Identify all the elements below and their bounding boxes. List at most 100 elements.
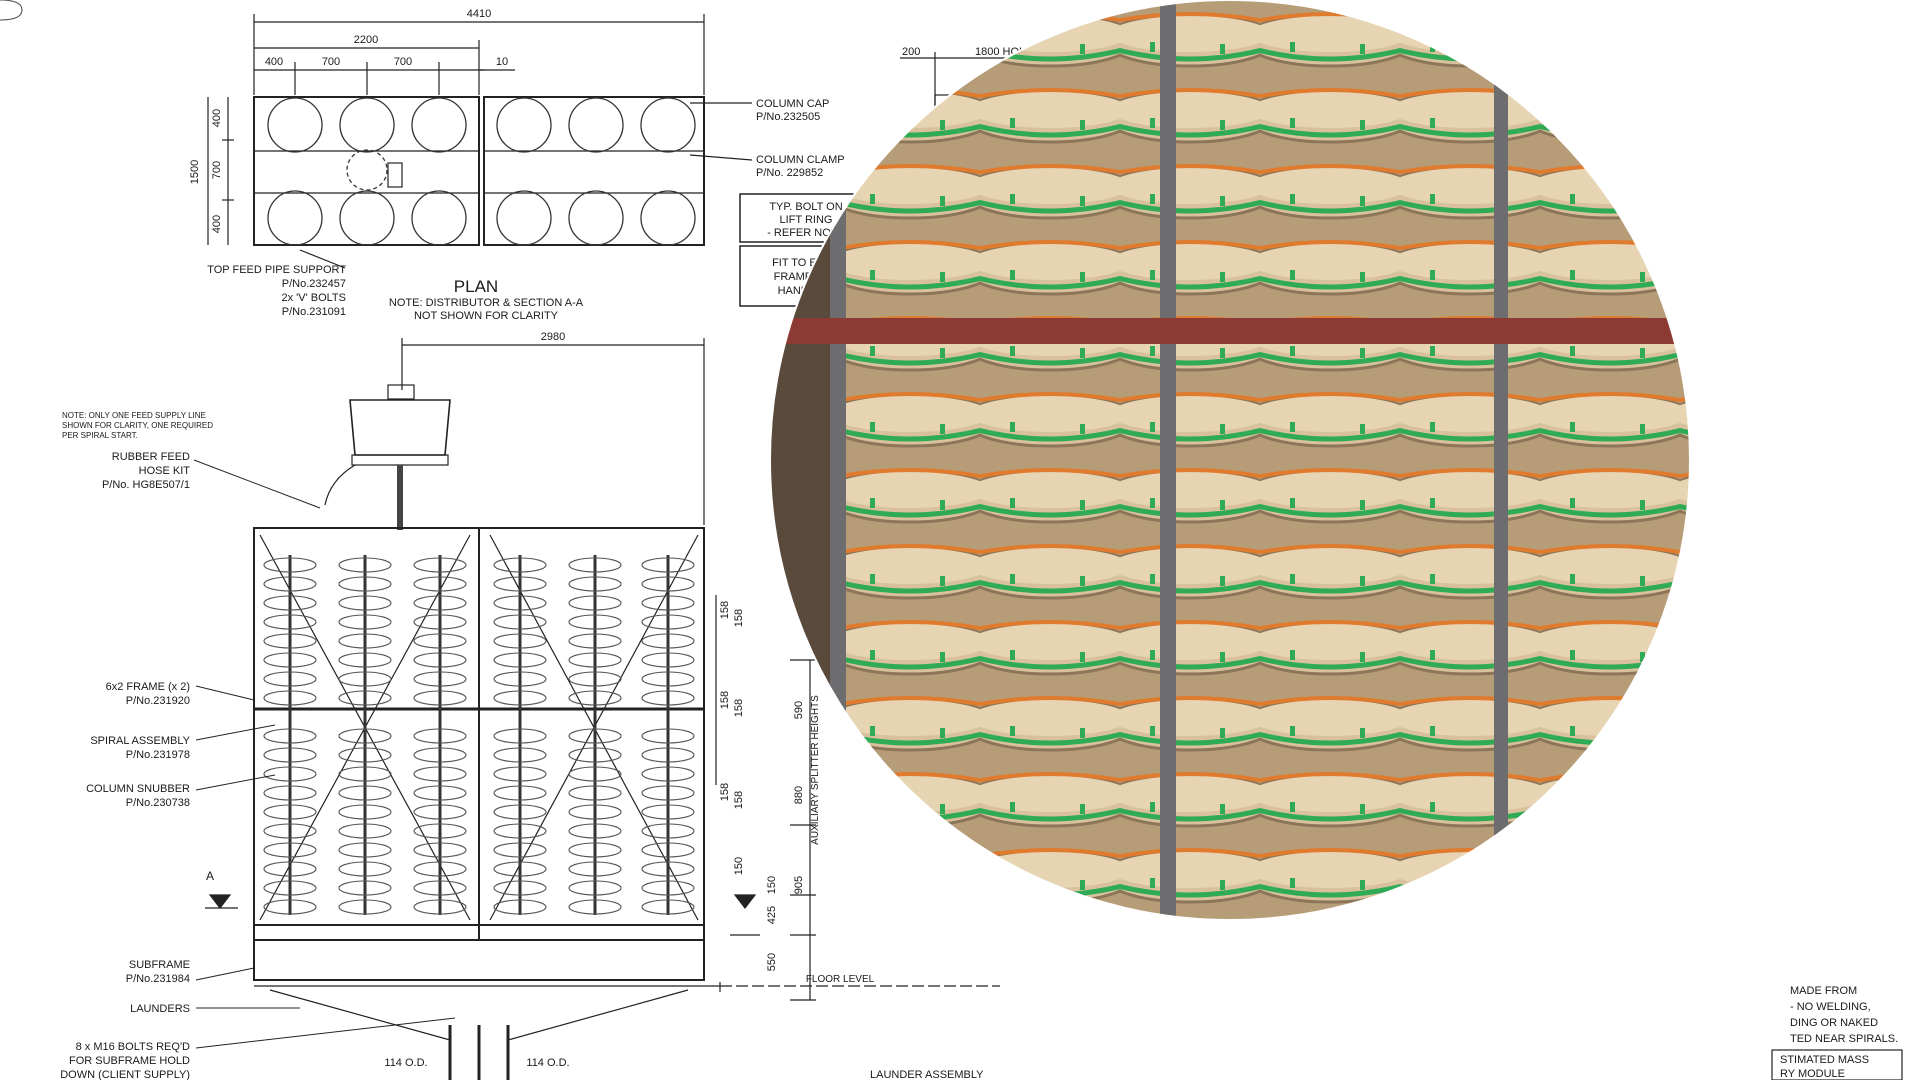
elevation-note: NOTE: ONLY ONE FEED SUPPLY LINE SHOWN FO… bbox=[62, 411, 213, 440]
spiral-turn bbox=[413, 747, 467, 763]
dim-880: 880 bbox=[793, 786, 805, 804]
spiral-turn bbox=[263, 842, 317, 858]
dim-overall-width: 4410 bbox=[467, 8, 491, 20]
spiral-turn bbox=[413, 614, 467, 630]
spiral-turn bbox=[263, 785, 317, 801]
plan-callouts: COLUMN CAP P/No.232505 COLUMN CLAMP P/No… bbox=[207, 98, 845, 318]
launder-assembly-fragment: LAUNDER ASSEMBLY bbox=[870, 1069, 984, 1080]
spiral-turn bbox=[263, 671, 317, 687]
dim-200: 200 bbox=[902, 46, 920, 58]
label-rubber-feed: RUBBER FEED bbox=[112, 451, 190, 463]
spiral-turn bbox=[413, 804, 467, 820]
spiral-turn bbox=[338, 747, 392, 763]
spiral-turn bbox=[641, 880, 695, 896]
spiral-turn bbox=[641, 823, 695, 839]
spiral-turn bbox=[263, 804, 317, 820]
right-note-line-3: DING OR NAKED bbox=[1790, 1017, 1878, 1029]
spiral-turn bbox=[641, 671, 695, 687]
spiral-turn bbox=[568, 728, 622, 744]
right-note-line-2: - NO WELDING, bbox=[1790, 1001, 1871, 1013]
spiral-turn bbox=[413, 880, 467, 896]
spiral-turn bbox=[641, 747, 695, 763]
spiral-turn bbox=[568, 595, 622, 611]
spiral-turn bbox=[413, 652, 467, 668]
spiral-turn bbox=[493, 633, 547, 649]
spiral-turn bbox=[263, 576, 317, 592]
spiral-turn bbox=[263, 595, 317, 611]
label-bolts-line-3: DOWN (CLIENT SUPPLY) bbox=[60, 1069, 190, 1080]
dim-frame-width: 2200 bbox=[354, 34, 378, 46]
mass-box bbox=[1771, 1049, 1903, 1080]
spiral-turn bbox=[338, 557, 392, 573]
spiral-turn bbox=[493, 899, 547, 915]
dim-158-d: 158 bbox=[733, 699, 745, 717]
dim-150-a: 150 bbox=[733, 857, 745, 875]
label-v-bolts-part: P/No.231091 bbox=[282, 306, 346, 318]
dim-elevation-width: 2980 bbox=[541, 331, 565, 343]
spiral-turn bbox=[641, 728, 695, 744]
spiral-turn bbox=[641, 804, 695, 820]
spiral-turn bbox=[263, 861, 317, 877]
spiral-turn bbox=[413, 785, 467, 801]
spiral-turn bbox=[338, 785, 392, 801]
spiral-turn bbox=[413, 690, 467, 706]
label-bolts: 8 x M16 BOLTS REQ'D bbox=[76, 1041, 190, 1053]
spiral-turn bbox=[493, 747, 547, 763]
spiral-turn bbox=[338, 595, 392, 611]
dim-depth-top: 400 bbox=[211, 109, 223, 127]
spiral-turn bbox=[413, 861, 467, 877]
spiral-turn bbox=[338, 861, 392, 877]
spiral-turn bbox=[338, 633, 392, 649]
label-subframe-part: P/No.231984 bbox=[126, 973, 190, 985]
label-column-cap: COLUMN CAP bbox=[756, 98, 829, 110]
spiral-turn bbox=[493, 557, 547, 573]
label-column-snubber: COLUMN SNUBBER bbox=[86, 783, 190, 795]
label-subframe: SUBFRAME bbox=[129, 959, 190, 971]
spiral-turn bbox=[568, 690, 622, 706]
spiral-turn bbox=[493, 652, 547, 668]
plan-note-line-1: NOTE: DISTRIBUTOR & SECTION A-A bbox=[389, 297, 584, 309]
spiral-turn bbox=[568, 614, 622, 630]
spiral-photo-circle bbox=[770, 0, 1690, 920]
spiral-turn bbox=[568, 671, 622, 687]
floor-level-label: FLOOR LEVEL bbox=[806, 974, 875, 985]
spiral-turn bbox=[641, 614, 695, 630]
dim-158-f: 158 bbox=[733, 791, 745, 809]
spiral-turn bbox=[263, 614, 317, 630]
right-drawing-text: 200 1800 HOLD DO MADE FROM - NO WELDING,… bbox=[870, 46, 1898, 1080]
dim-158-b: 158 bbox=[733, 609, 745, 627]
label-v-bolts: 2x 'V' BOLTS bbox=[281, 292, 346, 304]
mass-box-line-2: RY MODULE bbox=[1780, 1068, 1845, 1080]
spiral-turn bbox=[413, 595, 467, 611]
lift-ring-box-line-3: - REFER NOTE bbox=[767, 227, 845, 239]
spiral-turn bbox=[493, 842, 547, 858]
spiral-turn bbox=[263, 690, 317, 706]
label-launders: LAUNDERS bbox=[130, 1003, 190, 1015]
spiral-turn bbox=[263, 899, 317, 915]
spiral-turn bbox=[568, 842, 622, 858]
spiral-turn bbox=[338, 671, 392, 687]
lift-ring-box-line-2: LIFT RING bbox=[780, 214, 833, 226]
plan-title: PLAN bbox=[454, 277, 498, 296]
spiral-turn bbox=[568, 576, 622, 592]
spiral-turn bbox=[338, 576, 392, 592]
spiral-turn bbox=[568, 785, 622, 801]
mass-box-line-1: STIMATED MASS bbox=[1780, 1054, 1869, 1066]
spiral-turn bbox=[568, 633, 622, 649]
spiral-turn bbox=[493, 785, 547, 801]
spiral-turn bbox=[493, 823, 547, 839]
spiral-turn bbox=[413, 823, 467, 839]
spiral-turn bbox=[413, 842, 467, 858]
spiral-turn bbox=[338, 652, 392, 668]
section-mark-a: A bbox=[206, 869, 214, 883]
dim-frame-gap: 10 bbox=[496, 56, 508, 68]
spiral-turn bbox=[338, 899, 392, 915]
feed-note-line-1: NOTE: ONLY ONE FEED SUPPLY LINE bbox=[62, 411, 206, 420]
label-column-clamp: COLUMN CLAMP bbox=[756, 154, 845, 166]
spiral-turn bbox=[413, 576, 467, 592]
label-column-snubber-part: P/No.230738 bbox=[126, 797, 190, 809]
spiral-turn bbox=[493, 880, 547, 896]
spiral-turn bbox=[568, 652, 622, 668]
spiral-turn bbox=[568, 880, 622, 896]
